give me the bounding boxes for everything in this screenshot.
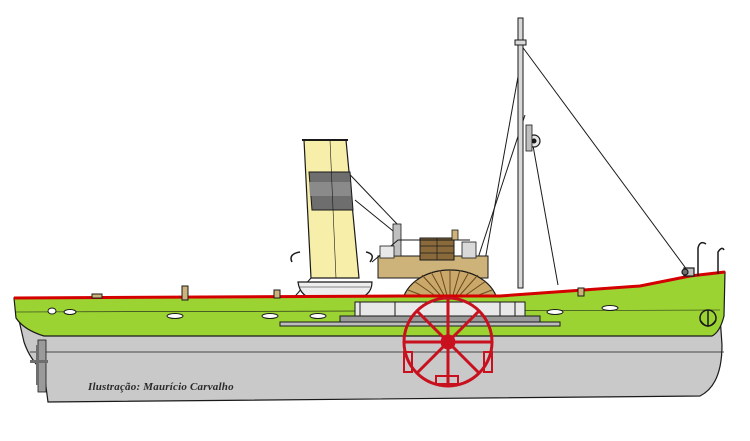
- porthole-icon: [47, 307, 57, 315]
- porthole-icon: [166, 313, 184, 319]
- hull: [17, 315, 724, 403]
- bow-fittings: [681, 241, 725, 277]
- main-mast: [514, 17, 541, 289]
- funnel: [302, 139, 360, 279]
- porthole-icon: [261, 313, 279, 319]
- illustration-credit: Ilustração: Maurício Carvalho: [88, 381, 234, 393]
- porthole-icon: [63, 309, 77, 315]
- deck-house: [371, 223, 489, 279]
- porthole-icon: [601, 305, 619, 311]
- paddle-wheel: [402, 296, 494, 388]
- porthole-icon: [546, 309, 564, 315]
- rigging: [289, 44, 694, 303]
- porthole-icon: [309, 313, 327, 319]
- deck-bollards: [91, 285, 585, 301]
